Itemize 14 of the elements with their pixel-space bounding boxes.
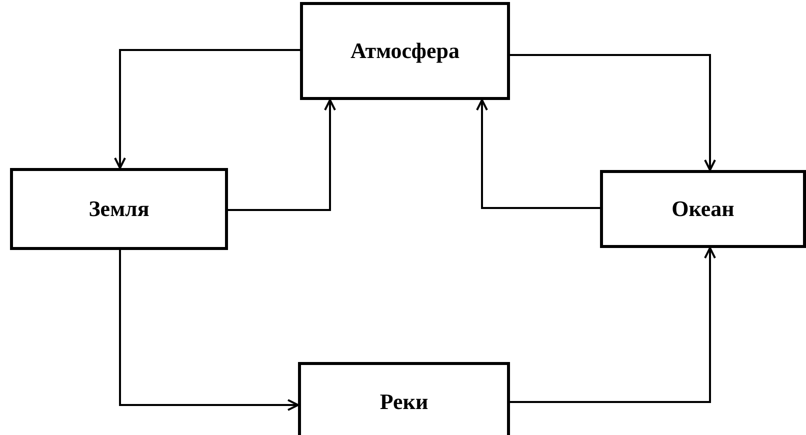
arrow (510, 247, 716, 403)
node-label: Земля (88, 196, 150, 222)
process-box (298, 362, 510, 435)
arrow (510, 54, 716, 171)
arrow (114, 49, 300, 169)
process-box (300, 2, 510, 100)
node-label: Реки (380, 389, 428, 415)
arrow (119, 250, 299, 411)
process-box (10, 168, 228, 250)
arrow (228, 99, 336, 211)
process-box (600, 170, 806, 248)
node-label: Океан (672, 196, 734, 222)
arrow (476, 99, 600, 209)
node-label: Атмосфера (350, 38, 460, 64)
